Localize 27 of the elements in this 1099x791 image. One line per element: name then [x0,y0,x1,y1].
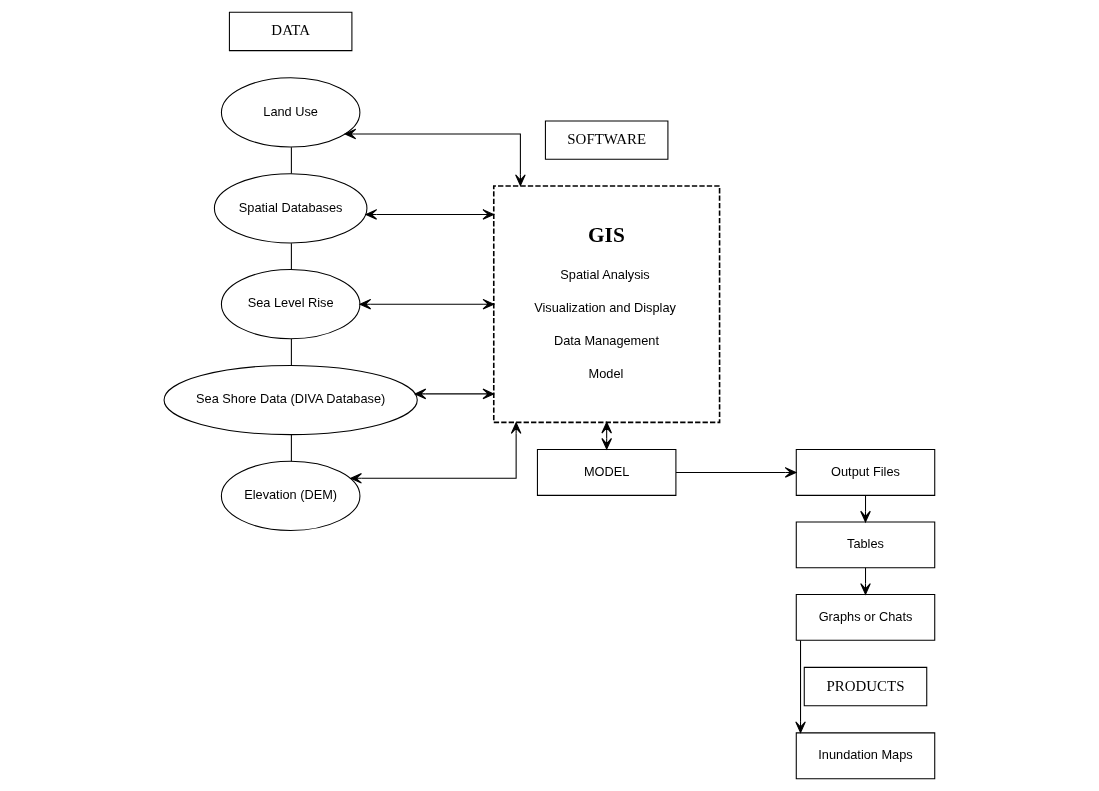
arrow [860,494,871,523]
node-box: DATA [228,11,353,52]
arrow [350,422,522,484]
node-ellipse: Land Use [220,77,361,148]
connector [290,146,292,175]
arrow [675,467,797,478]
arrow [860,567,871,595]
node-ellipse: Sea Shore Data (DIVA Database) [163,364,418,436]
connector [290,242,292,270]
arrow [414,388,495,400]
node-box: Output Files [795,449,936,496]
node-ellipse: Sea Level Rise [220,269,361,340]
node-box: Inundation Maps [795,732,936,780]
node-box: SOFTWARE [544,120,669,160]
arrow [795,639,806,734]
node-box: Graphs or Chats [795,593,936,641]
connector [290,338,292,366]
node-box: Tables [795,521,936,569]
arrow [344,128,526,187]
node-box: PRODUCTS [803,666,928,707]
connector [290,434,292,462]
arrow [365,209,495,220]
node-box: MODEL [536,449,677,496]
node-ellipse: Spatial Databases [213,173,368,244]
arrow [601,421,612,450]
arrow [359,298,495,310]
node-box: GIS Spatial Analysis Visualization and Display Data Management Model [492,185,721,424]
